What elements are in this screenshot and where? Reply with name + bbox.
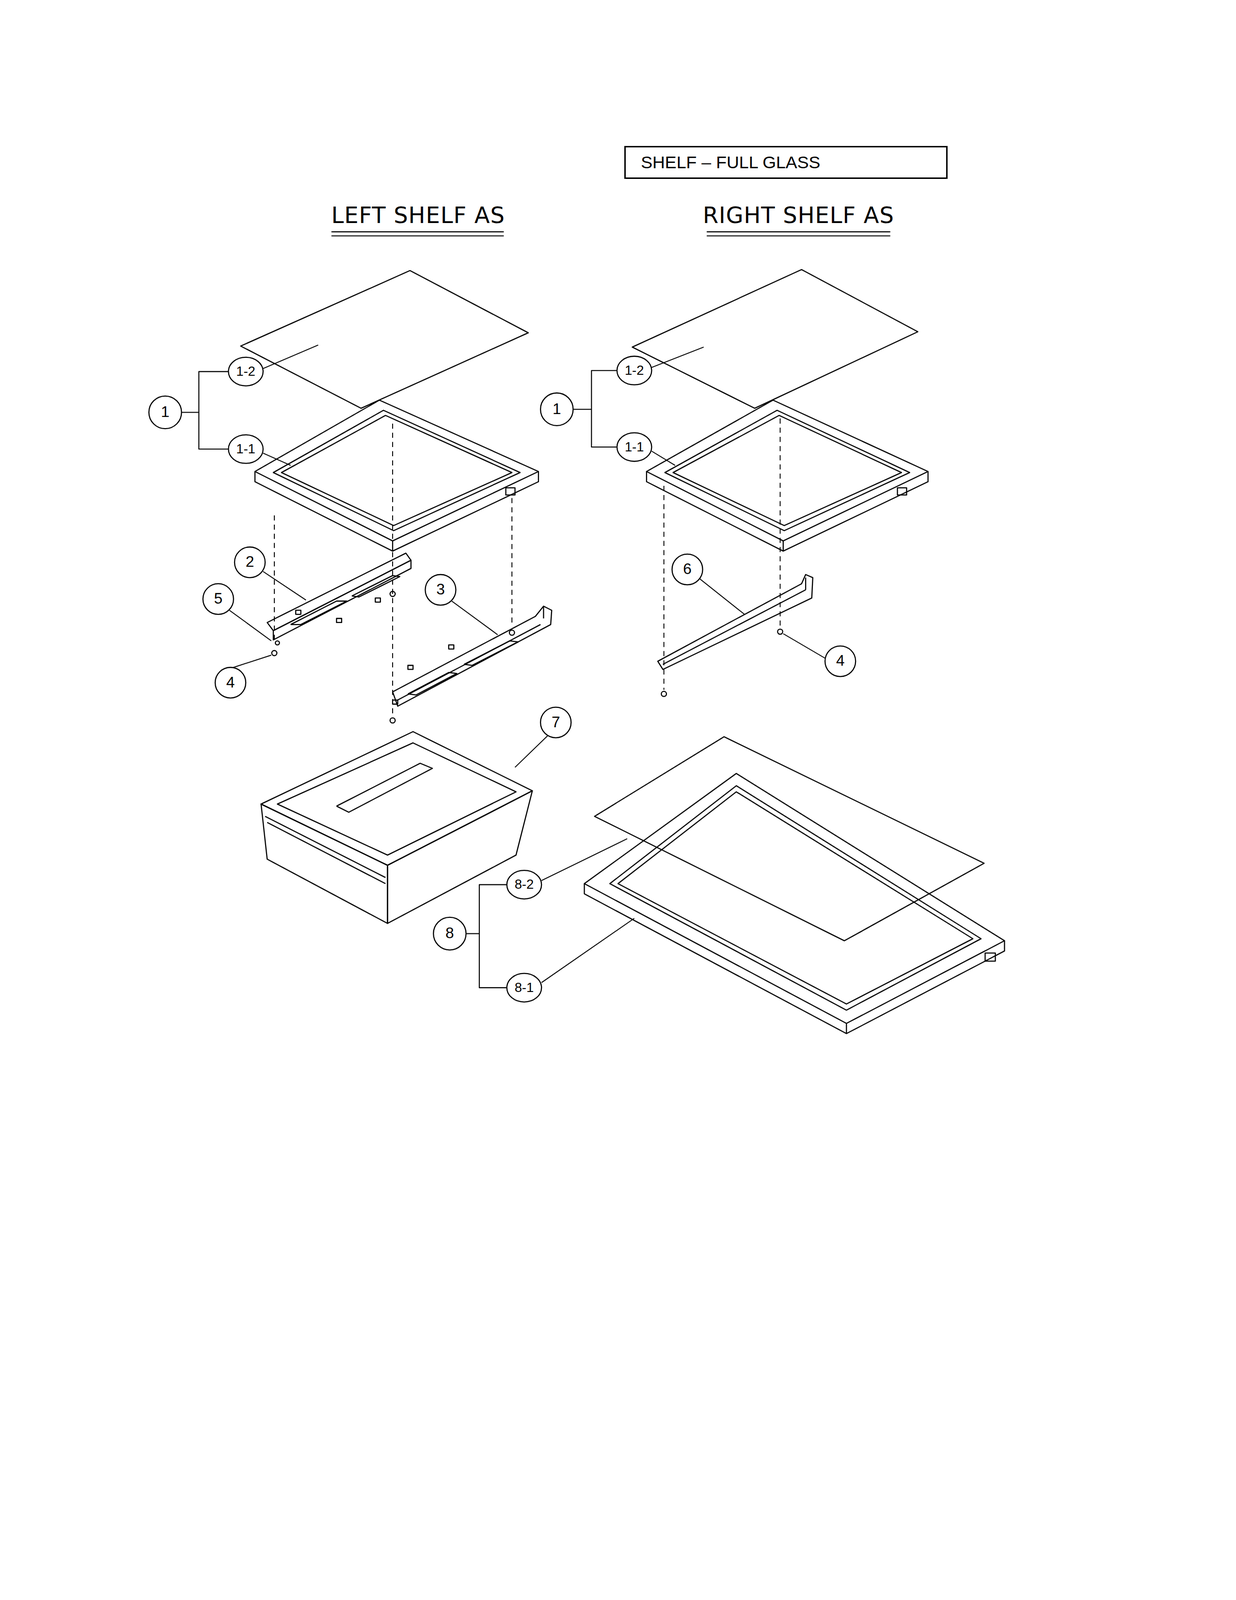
callout-number: 8 — [445, 925, 455, 941]
callout-number: 1-1 — [624, 440, 645, 454]
shelf-frame — [254, 399, 539, 551]
glass-panel — [594, 736, 985, 941]
title-box: SHELF – FULL GLASS — [624, 145, 948, 179]
title-text: SHELF – FULL GLASS — [640, 152, 934, 174]
crisper-drawer — [261, 731, 533, 924]
callout-number: 3 — [436, 581, 445, 598]
leader-line — [229, 345, 825, 983]
glass-panel — [632, 269, 918, 409]
shelf-frame — [584, 773, 1005, 1034]
callout-circle — [148, 356, 856, 1002]
callout-number: 7 — [551, 714, 561, 730]
shelf-rail — [392, 605, 552, 706]
callout-number: 4 — [226, 674, 236, 691]
glass-panel — [240, 270, 529, 409]
callout-number: 1 — [160, 404, 170, 420]
callout-number: 5 — [213, 590, 223, 607]
shelf-frame — [646, 399, 929, 551]
shelf-rail — [267, 553, 412, 640]
assembly-heading: RIGHT SHELF AS — [702, 204, 895, 227]
assembly-line — [274, 418, 781, 714]
group-bracket — [181, 370, 618, 988]
callout-number: 2 — [245, 554, 255, 571]
shelf-bracket — [657, 574, 813, 670]
screw — [271, 591, 783, 723]
assembly-heading: LEFT SHELF AS — [331, 204, 505, 227]
callout-number: 1-2 — [236, 364, 256, 378]
callout-number: 1-2 — [624, 363, 645, 377]
callout-number: 1 — [552, 401, 562, 417]
callout-number: 6 — [682, 561, 692, 577]
callout-number: 8-2 — [514, 877, 535, 891]
heading-underline — [331, 231, 891, 236]
callout-number: 8-1 — [514, 980, 535, 994]
callout-number: 1-1 — [236, 442, 256, 456]
callout-number: 4 — [836, 653, 845, 669]
